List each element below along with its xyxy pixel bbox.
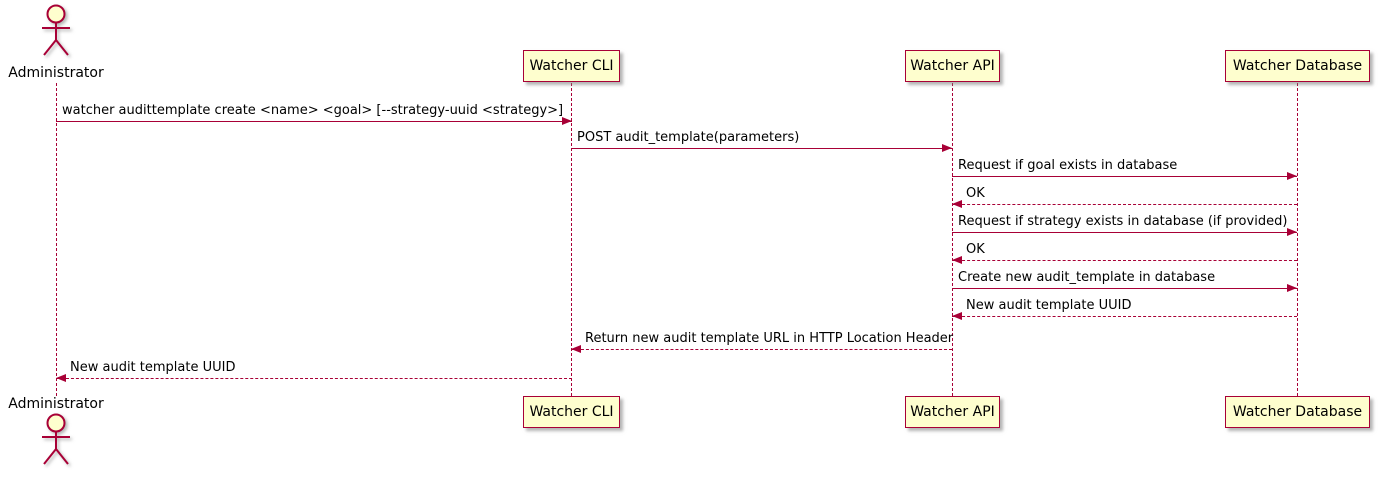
lifeline-watcher-api (952, 83, 953, 396)
message-label: watcher audittemplate create <name> <goa… (62, 103, 564, 118)
message-post-audit-template: POST audit_template(parameters) (571, 130, 952, 152)
arrowhead-right-icon (562, 117, 572, 125)
message-line (952, 284, 1297, 292)
message-line (952, 256, 1297, 264)
participant-watcher-api-top: Watcher API (905, 50, 1000, 82)
message-ok-goal: OK (952, 186, 1297, 208)
lifeline-watcher-cli (571, 83, 572, 396)
arrowhead-right-icon (1287, 172, 1297, 180)
message-line (56, 374, 572, 382)
arrowhead-right-icon (942, 144, 952, 152)
message-line (56, 117, 572, 125)
arrowhead-left-icon (952, 256, 962, 264)
message-line (571, 144, 952, 152)
message-label: OK (966, 186, 985, 201)
arrowhead-left-icon (952, 200, 962, 208)
message-label: Create new audit_template in database (958, 270, 1216, 285)
arrowhead-left-icon (952, 312, 962, 320)
message-label: Request if strategy exists in database (… (958, 214, 1288, 229)
lifeline-administrator (56, 83, 57, 396)
arrowhead-left-icon (56, 374, 66, 382)
message-label: New audit template UUID (966, 298, 1132, 313)
participant-watcher-cli-bottom: Watcher CLI (523, 396, 620, 428)
message-label: OK (966, 242, 985, 257)
message-line (952, 312, 1297, 320)
message-line (571, 345, 952, 353)
lifeline-watcher-database (1297, 83, 1298, 396)
message-request-goal-exists: Request if goal exists in database (952, 158, 1297, 180)
message-line (952, 200, 1297, 208)
message-label: Return new audit template URL in HTTP Lo… (585, 331, 954, 346)
participant-watcher-api-bottom: Watcher API (905, 396, 1000, 428)
actor-label-administrator-bottom: Administrator (8, 396, 104, 412)
message-label: POST audit_template(parameters) (577, 130, 800, 145)
arrowhead-left-icon (571, 345, 581, 353)
message-new-audit-template-uuid-admin: New audit template UUID (56, 360, 572, 382)
actor-stick-figure-icon (42, 413, 70, 465)
message-ok-strategy: OK (952, 242, 1297, 264)
arrowhead-right-icon (1287, 228, 1297, 236)
actor-label-administrator-top: Administrator (8, 65, 104, 81)
message-line (952, 172, 1297, 180)
message-label: New audit template UUID (70, 360, 236, 375)
message-create-audittemplate: watcher audittemplate create <name> <goa… (56, 103, 572, 125)
actor-stick-figure-icon (42, 4, 70, 56)
message-new-audit-template-uuid-db: New audit template UUID (952, 298, 1297, 320)
message-create-audit-template-db: Create new audit_template in database (952, 270, 1297, 292)
message-return-url-location-header: Return new audit template URL in HTTP Lo… (571, 331, 954, 353)
arrowhead-right-icon (1287, 284, 1297, 292)
message-request-strategy-exists: Request if strategy exists in database (… (952, 214, 1297, 236)
message-label: Request if goal exists in database (958, 158, 1178, 173)
participant-watcher-database-bottom: Watcher Database (1225, 396, 1370, 428)
participant-watcher-cli-top: Watcher CLI (523, 50, 620, 82)
message-line (952, 228, 1297, 236)
participant-watcher-database-top: Watcher Database (1225, 50, 1370, 82)
